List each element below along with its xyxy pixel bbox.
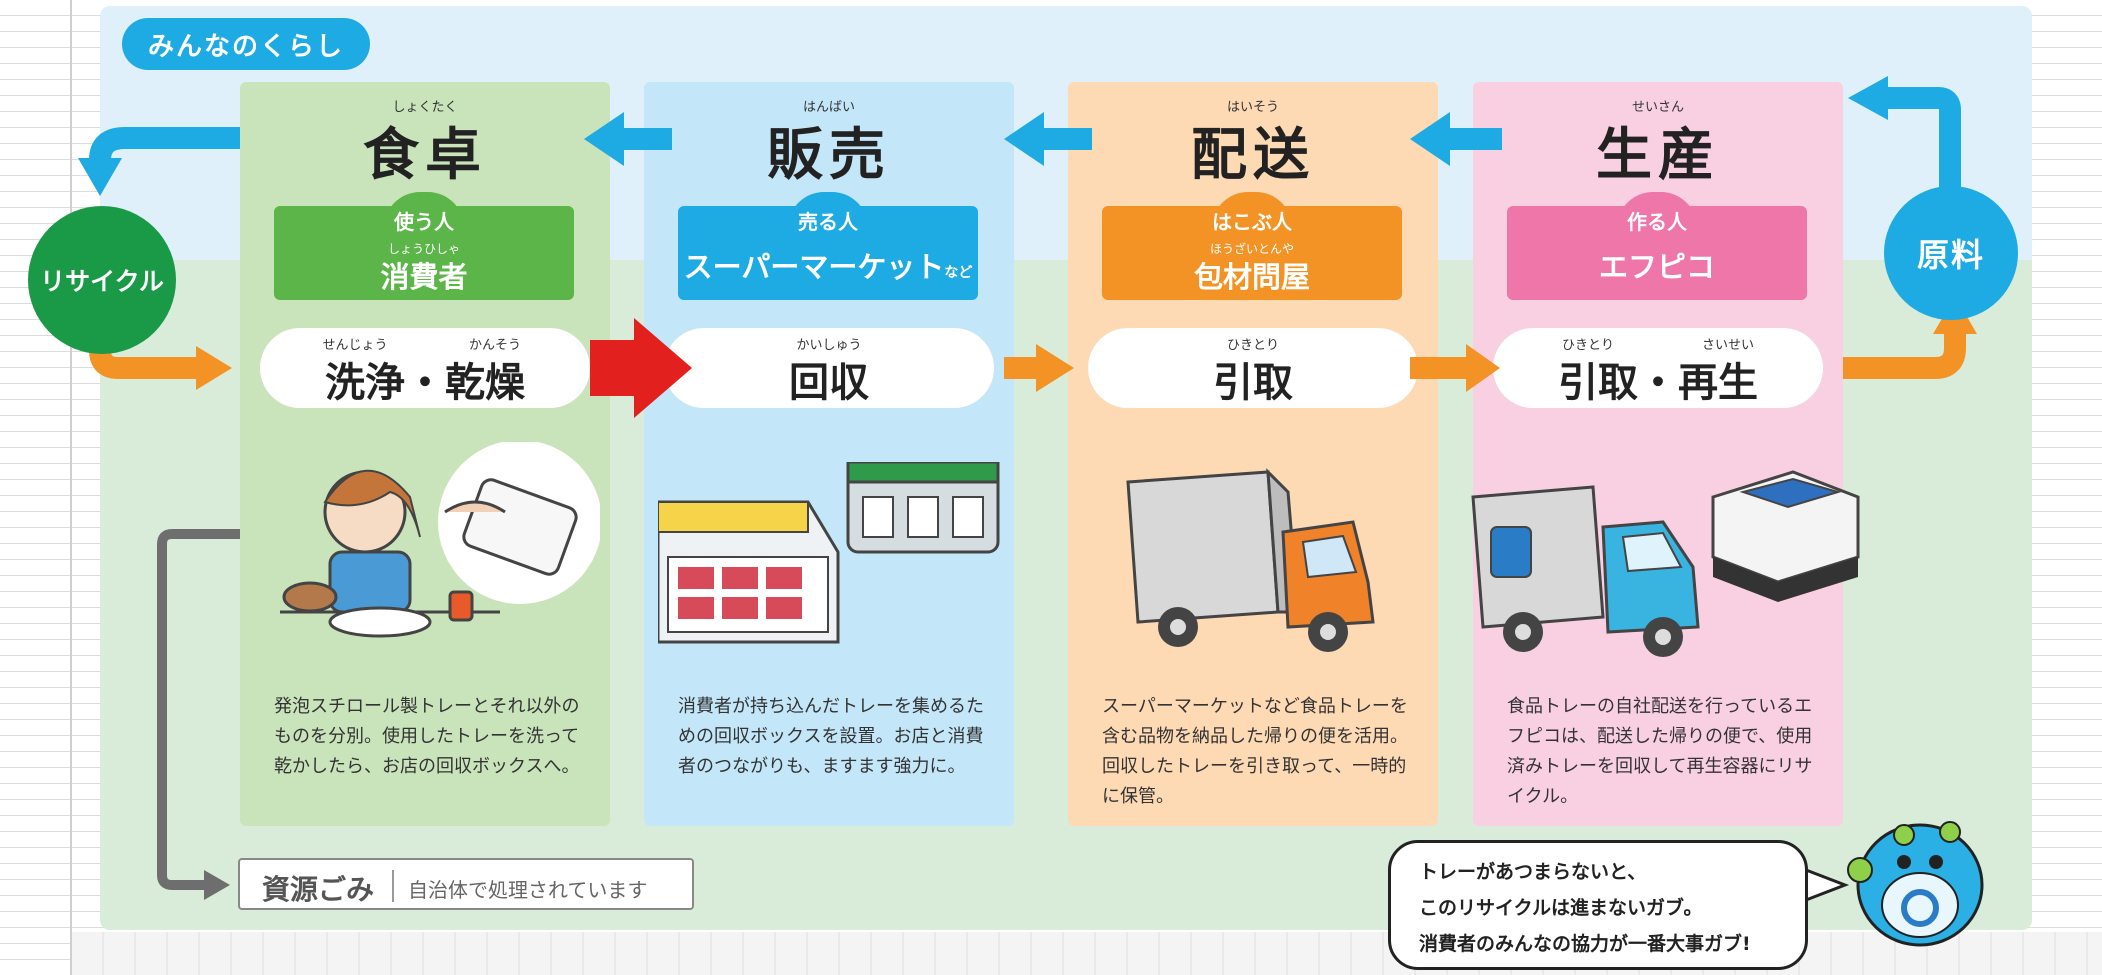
resource-waste-box: 資源ごみ 自治体で処理されています: [238, 858, 694, 910]
mascot-character: [1847, 821, 1984, 947]
action-label: 洗浄・乾燥: [325, 360, 525, 406]
blue-arrowhead-production: [1848, 76, 1888, 120]
diagram-title: みんなのくらし: [122, 18, 370, 70]
red-arrow-dining-to-collection: [590, 318, 692, 418]
actor-box: 使う人 しょうひしゃ 消費者: [274, 192, 574, 300]
stage-title-ruby: しょくたく: [392, 100, 458, 115]
stage-title: 配送: [1191, 123, 1315, 188]
stage-title-ruby: せいさん: [1631, 100, 1684, 115]
blue-arrow-raw-to-production: [1880, 87, 1961, 188]
factory-truck-illustration: [1471, 470, 1860, 657]
stage-column-production: せいさん 生産 作る人 エフピコ ひきとり さいせい 引取・再生 食品トレーの自…: [1471, 82, 1860, 826]
blue-arrow-delivery-to-sales: [1004, 112, 1092, 166]
actor-role: 売る人: [798, 210, 858, 234]
recycle-node: リサイクル: [28, 206, 176, 354]
action-pill: ひきとり 引取: [1088, 328, 1418, 408]
actor-name-text: スーパーマーケット: [683, 250, 945, 284]
actor-ruby: ほうざいとんや: [1209, 242, 1294, 256]
action-label: 引取・再生: [1558, 360, 1758, 406]
stage-column-delivery: はいそう 配送 はこぶ人 ほうざいとんや 包材問屋 ひきとり 引取 スーパーマー…: [1068, 82, 1438, 826]
notebook-margin-line: [70, 0, 72, 975]
speech-line-1: トレーがあつまらないと、: [1419, 861, 1647, 883]
speech-line-2: このリサイクルは進まないガブ。: [1419, 897, 1703, 919]
gray-line-to-waste: [157, 529, 240, 890]
stage-description: 消費者が持ち込んだトレーを集めるための回収ボックスを設置。お店と消費者のつながり…: [678, 696, 984, 777]
action-ruby-2: かんそう: [468, 338, 521, 353]
action-label: 回収: [789, 360, 869, 406]
stage-title: 生産: [1596, 123, 1720, 188]
blue-arrow-dining-to-recycle: [89, 127, 240, 170]
actor-box: 売る人 スーパーマーケットなど: [678, 192, 978, 300]
actor-role: 使う人: [394, 210, 454, 234]
action-ruby-2: さいせい: [1701, 338, 1754, 353]
gray-arrowhead-waste: [204, 870, 230, 900]
action-pill: ひきとり さいせい 引取・再生: [1493, 328, 1823, 408]
store-collection-illustration: [658, 462, 1000, 644]
action-pill: かいしゅう 回収: [664, 328, 994, 408]
actor-box: はこぶ人 ほうざいとんや 包材問屋: [1102, 192, 1402, 300]
waste-note: 自治体で処理されています: [408, 878, 648, 902]
actor-name: 消費者: [380, 260, 468, 294]
waste-divider: [392, 870, 394, 902]
orange-arrowhead-dining: [196, 346, 232, 390]
stage-column-sales: はんばい 販売 売る人 スーパーマーケットなど かいしゅう 回収 消費者が持ち込…: [644, 82, 1014, 826]
speech-bubble-tail: [1804, 867, 1850, 903]
orange-arrow-production-to-raw: [1843, 330, 1966, 379]
actor-name-suffix: など: [944, 265, 973, 281]
actor-name: スーパーマーケットなど: [678, 244, 978, 286]
stage-title: 食卓: [363, 123, 487, 188]
stage-description: スーパーマーケットなど食品トレーを含む品物を納品した帰りの便を活用。回収したトレ…: [1102, 696, 1408, 807]
consumer-washing-illustration: [280, 442, 600, 638]
stage-description: 食品トレーの自社配送を行っているエフピコは、配送した帰りの便で、使用済みトレーを…: [1507, 696, 1813, 807]
actor-name: エフピコ: [1598, 250, 1715, 284]
raw-material-node: 原料: [1884, 186, 2018, 320]
blue-arrowhead-recycle: [78, 158, 122, 196]
actor-name: 包材問屋: [1193, 260, 1310, 294]
action-ruby-1: かいしゅう: [796, 338, 862, 353]
action-ruby-1: せんじょう: [322, 338, 388, 353]
actor-role: はこぶ人: [1212, 210, 1292, 234]
stage-description: 発泡スチロール製トレーとそれ以外のものを分別。使用したトレーを洗って乾かしたら、…: [274, 696, 580, 777]
stage-column-dining: しょくたく 食卓 使う人 しょうひしゃ 消費者 せんじょう かんそう 洗浄・乾燥…: [240, 82, 610, 826]
waste-title: 資源ごみ: [262, 873, 375, 906]
action-ruby-1: ひきとり: [1226, 338, 1279, 353]
speech-bubble: トレーがあつまらないと、 このリサイクルは進まないガブ。 消費者のみんなの協力が…: [1388, 840, 1808, 970]
stage-title-ruby: はんばい: [802, 100, 855, 115]
action-pill: せんじょう かんそう 洗浄・乾燥: [260, 328, 590, 408]
stage-title: 販売: [767, 123, 891, 188]
blue-arrow-production-to-delivery: [1410, 112, 1502, 166]
speech-line-3: 消費者のみんなの協力が一番大事ガブ!: [1419, 933, 1751, 955]
stage-title-ruby: はいそう: [1226, 100, 1279, 115]
actor-ruby: しょうひしゃ: [387, 242, 460, 256]
wholesaler-truck-illustration: [1126, 468, 1375, 652]
actor-role: 作る人: [1627, 210, 1687, 234]
orange-arrow-wholesaler-to-production: [1410, 344, 1500, 392]
action-label: 引取: [1213, 360, 1293, 406]
orange-arrow-delivery-to-wholesaler: [1004, 344, 1074, 392]
action-ruby-1: ひきとり: [1561, 338, 1614, 353]
blue-arrow-sales-to-dining: [584, 112, 672, 166]
actor-box: 作る人 エフピコ: [1507, 192, 1807, 300]
